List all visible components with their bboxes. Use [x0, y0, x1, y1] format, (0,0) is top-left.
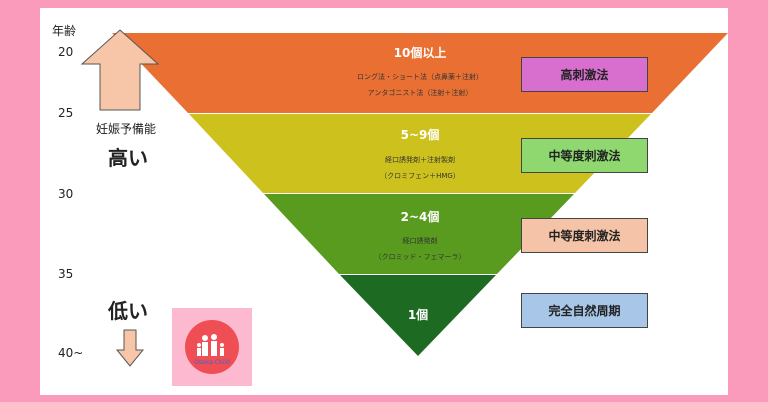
age-tick: 35 — [58, 267, 74, 281]
method-box-high: 高刺激法 — [521, 57, 648, 92]
method-box-moderate: 中等度刺激法 — [521, 138, 648, 173]
reserve-label: 妊娠予備能 — [96, 122, 157, 136]
age-tick: 20 — [58, 45, 74, 59]
family-logo-icon: Osaka Child — [185, 320, 239, 374]
band-line: ロング法・ショート法（点鼻薬＋注射） — [357, 73, 483, 81]
arrow-down-icon — [115, 329, 145, 367]
band-title: 2~4個 — [400, 210, 440, 224]
band-title: 1個 — [407, 308, 429, 322]
age-tick: 25 — [58, 106, 74, 120]
axis-label: 年齢 — [52, 24, 77, 38]
age-tick: 30 — [58, 187, 74, 201]
band-line: （クロミフェン＋HMG） — [380, 172, 460, 180]
svg-text:Osaka Child: Osaka Child — [194, 359, 230, 366]
low-label: 低い — [108, 299, 148, 323]
band-10plus — [112, 33, 728, 113]
band-title: 10個以上 — [393, 46, 447, 60]
age-tick: 40~ — [58, 346, 84, 360]
band-line: 経口誘発剤＋注射製剤 — [385, 156, 455, 164]
band-line: アンタゴニスト法（注射＋注射） — [367, 89, 473, 97]
high-label: 高い — [108, 146, 148, 170]
band-1 — [340, 275, 496, 356]
band-line: 経口誘発剤 — [402, 237, 438, 245]
band-2-4 — [264, 194, 574, 274]
band-line: （クロミッド・フェマーラ） — [374, 253, 466, 261]
method-box-moderate-2: 中等度刺激法 — [521, 218, 648, 253]
logo: Osaka Child — [172, 308, 252, 386]
band-title: 5~9個 — [400, 128, 440, 142]
method-box-natural: 完全自然周期 — [521, 293, 648, 328]
band-5-9 — [189, 114, 651, 193]
arrow-up-icon — [80, 29, 160, 111]
